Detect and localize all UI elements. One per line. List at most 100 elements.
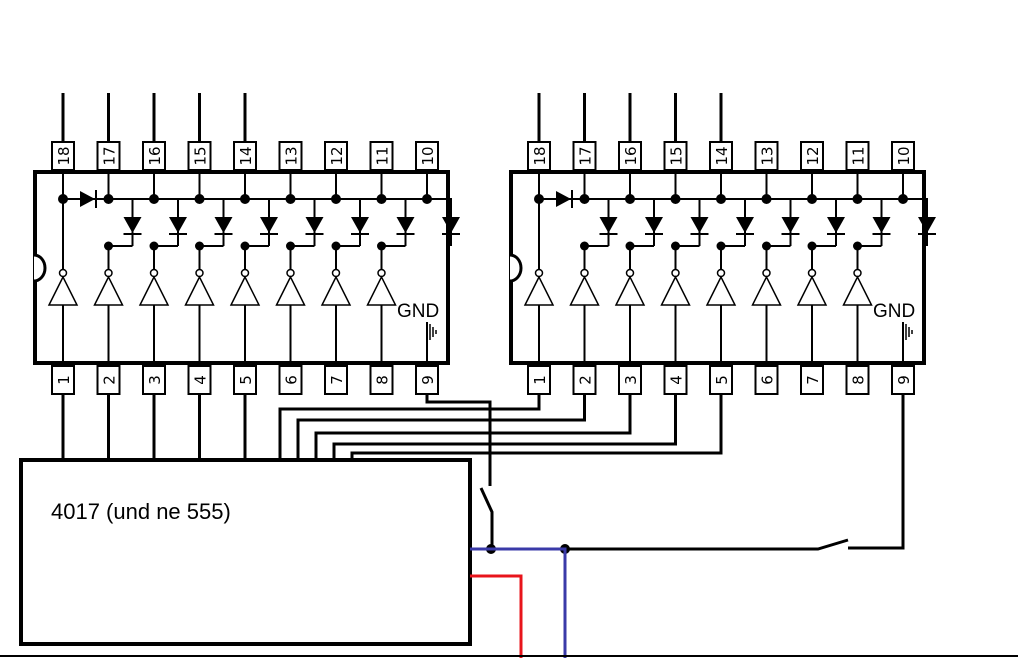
clamp-diode — [599, 217, 618, 233]
pin-label: 15 — [668, 146, 686, 165]
pin-label: 16 — [146, 146, 164, 165]
blue-wire — [470, 547, 567, 658]
ic-body — [33, 170, 450, 365]
bottom-pin: 4 — [663, 365, 688, 395]
pin-label: 5 — [713, 375, 731, 385]
pin-label: 8 — [850, 375, 868, 385]
right-gnd-wire — [848, 394, 905, 550]
pin-box — [369, 141, 394, 171]
pin-box — [891, 141, 915, 171]
pin-label: 3 — [146, 375, 164, 385]
left-gnd-wire — [425, 394, 492, 486]
top-pin: 12 — [324, 141, 348, 171]
right-input-wire — [314, 394, 632, 460]
pin-label: 8 — [374, 375, 392, 385]
pin-label: 16 — [622, 146, 640, 165]
pin-label: 12 — [328, 146, 346, 165]
gnd-switch-right — [565, 538, 849, 551]
bottom-pin: 1 — [51, 365, 75, 395]
pin-label: 6 — [759, 375, 777, 385]
pin-label: 7 — [328, 375, 346, 385]
bottom-pin: 4 — [187, 365, 212, 395]
clamp-diode — [872, 217, 891, 233]
clamp-diode — [827, 217, 845, 233]
pin-label: 3 — [622, 375, 640, 385]
pin-label: 13 — [759, 146, 777, 165]
clamp-diode — [169, 217, 187, 233]
pin-label: 18 — [531, 146, 549, 165]
bottom-pin: 7 — [800, 365, 824, 395]
bottom-pin: 7 — [324, 365, 348, 395]
pin-label: 18 — [55, 146, 73, 165]
pin-label: 5 — [237, 375, 255, 385]
pin-box — [845, 141, 870, 171]
bottom-pin: 9 — [891, 365, 915, 395]
top-pin: 17 — [96, 141, 121, 171]
controller-4017-555: 4017 (und ne 555) — [19, 458, 472, 646]
diode — [80, 191, 95, 207]
top-pin: 13 — [278, 141, 303, 171]
bottom-pin: 3 — [618, 365, 642, 395]
top-pin: 12 — [800, 141, 824, 171]
top-pin: 15 — [663, 141, 688, 171]
pin-box — [278, 141, 303, 171]
pin-box — [324, 141, 348, 171]
clamp-diode — [260, 217, 278, 233]
pin-box — [754, 141, 779, 171]
right-input-wire — [332, 394, 677, 460]
bottom-pin: 5 — [233, 365, 257, 395]
clamp-diode — [690, 217, 709, 233]
top-pin: 16 — [618, 141, 642, 171]
clamp-diode — [214, 217, 233, 233]
pin-label: 7 — [804, 375, 822, 385]
top-pin: 14 — [233, 141, 257, 171]
top-pin: 18 — [527, 141, 551, 171]
pin-label: 4 — [192, 375, 210, 385]
pin-box — [800, 141, 824, 171]
bottom-pin: 2 — [96, 365, 121, 395]
ic-notch — [33, 253, 47, 283]
ic-notch — [509, 253, 523, 283]
bottom-pin: 1 — [527, 365, 551, 395]
top-pin: 17 — [572, 141, 597, 171]
right-input-wire — [278, 394, 541, 460]
gnd-label: GND — [873, 301, 915, 322]
bottom-pin: 2 — [572, 365, 597, 395]
clamp-diode — [351, 217, 369, 233]
top-pin: 11 — [369, 141, 394, 171]
clamp-diode — [442, 217, 460, 233]
bottom-pin: 6 — [278, 365, 303, 395]
bottom-pin: 8 — [845, 365, 870, 395]
clamp-diode — [645, 217, 663, 233]
pin-label: 11 — [374, 146, 392, 165]
clamp-diode — [396, 217, 415, 233]
top-pin: 16 — [142, 141, 166, 171]
top-pin: 14 — [709, 141, 733, 171]
controller-label: 4017 (und ne 555) — [51, 499, 231, 524]
pin-label: 14 — [237, 146, 255, 165]
bottom-pin: 8 — [369, 365, 394, 395]
pin-label: 10 — [895, 146, 913, 165]
top-pin: 13 — [754, 141, 779, 171]
controller-box — [19, 458, 472, 646]
gnd-switch-left — [479, 487, 494, 549]
pin-label: 6 — [283, 375, 301, 385]
supply-wires — [0, 547, 1018, 658]
bottom-pin: 6 — [754, 365, 779, 395]
pin-label: 2 — [101, 375, 119, 385]
pin-label: 10 — [419, 146, 437, 165]
gnd-label: GND — [397, 301, 439, 322]
wiring — [61, 394, 905, 554]
pin-label: 9 — [895, 375, 913, 385]
pin-label: 1 — [55, 375, 73, 385]
pin-label: 17 — [101, 146, 119, 165]
pin-label: 12 — [804, 146, 822, 165]
diode — [556, 191, 571, 207]
bottom-pin: 9 — [415, 365, 439, 395]
bottom-pin: 3 — [142, 365, 166, 395]
bottom-pin: 5 — [709, 365, 733, 395]
clamp-diode — [123, 217, 142, 233]
